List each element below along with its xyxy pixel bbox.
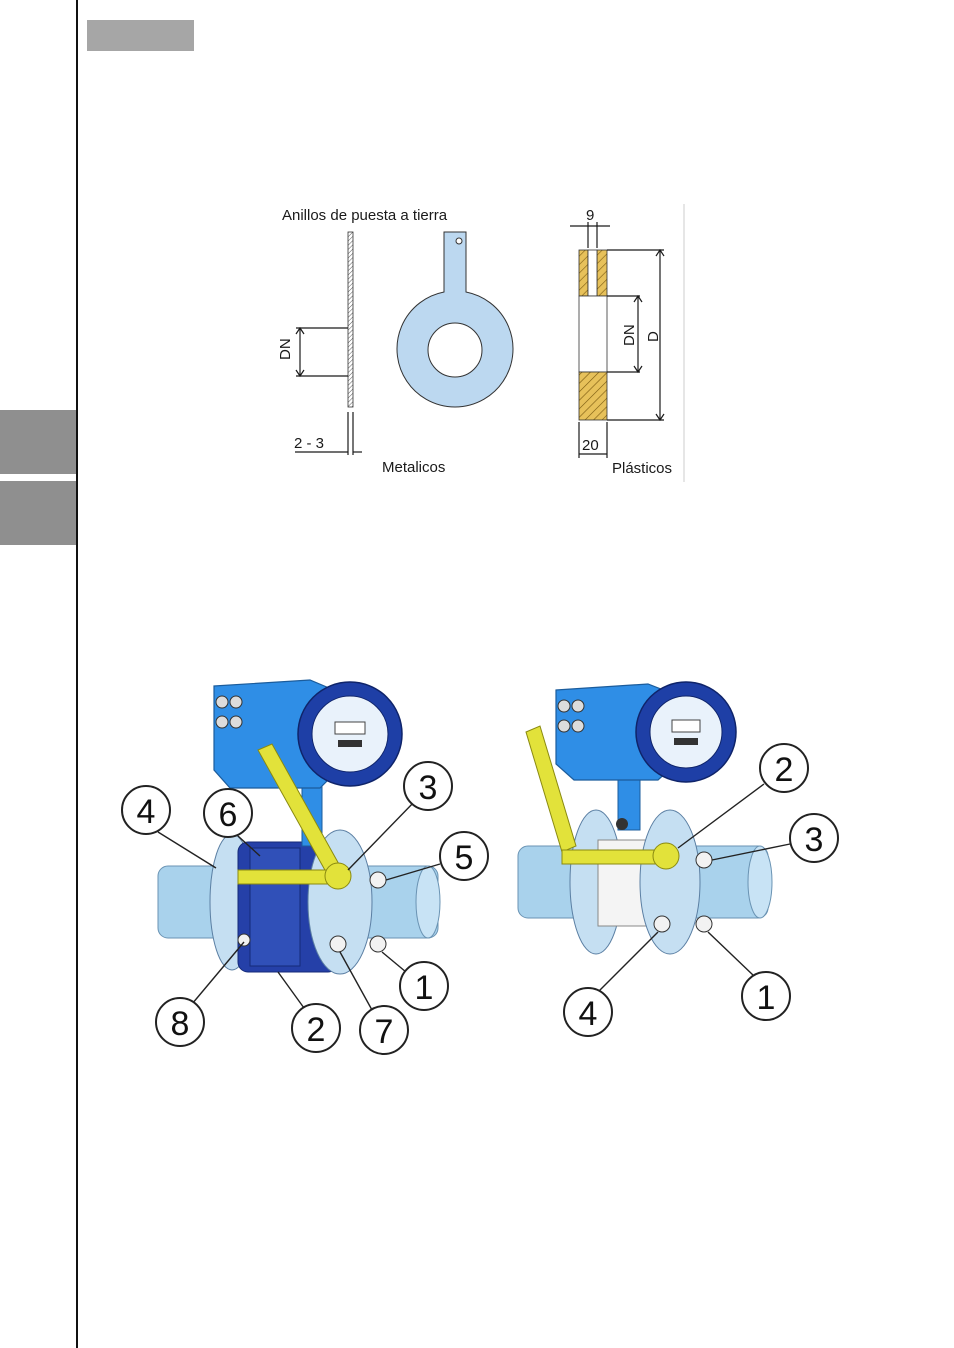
dim-9-label: 9 [586, 207, 594, 224]
dn-label-left: DN [277, 338, 294, 360]
callout-label-1: 1 [415, 969, 434, 1007]
metal-ring-front-view [396, 231, 514, 408]
callout-label-3-right: 3 [805, 821, 824, 859]
dn-label-right: DN [621, 324, 638, 346]
plastic-ring-section [578, 249, 608, 421]
callout-label-5: 5 [455, 839, 474, 877]
plastic-caption: Plásticos [612, 460, 672, 477]
thickness-label: 2 - 3 [294, 435, 324, 452]
meter-assembly-left: 4 6 3 5 8 2 7 1 [121, 679, 489, 1055]
header-gray-tab [87, 20, 194, 51]
meter-assembly-right: 2 3 4 1 [517, 681, 839, 1037]
callout-label-4: 4 [137, 793, 156, 831]
side-tab-lower [0, 481, 76, 545]
callout-label-6: 6 [219, 796, 238, 834]
callout-label-7: 7 [375, 1013, 394, 1051]
callout-label-2-right: 2 [775, 751, 794, 789]
callout-label-2: 2 [307, 1011, 326, 1049]
callout-label-3: 3 [419, 769, 438, 807]
callout-label-4-right: 4 [579, 995, 598, 1033]
metal-ring-side-view [347, 231, 354, 408]
callout-label-8: 8 [171, 1005, 190, 1043]
d-label: D [645, 331, 662, 342]
side-tab-upper [0, 410, 76, 474]
callout-label-1-right: 1 [757, 979, 776, 1017]
dim-20-label: 20 [582, 437, 599, 454]
grounding-rings-figure: Anillos de puesta a tierra DN 2 - 3 Meta… [277, 204, 685, 482]
rings-title: Anillos de puesta a tierra [282, 207, 448, 224]
callout-circle [121, 785, 171, 835]
left-margin-rule [76, 0, 78, 1348]
metal-caption: Metalicos [382, 459, 445, 476]
